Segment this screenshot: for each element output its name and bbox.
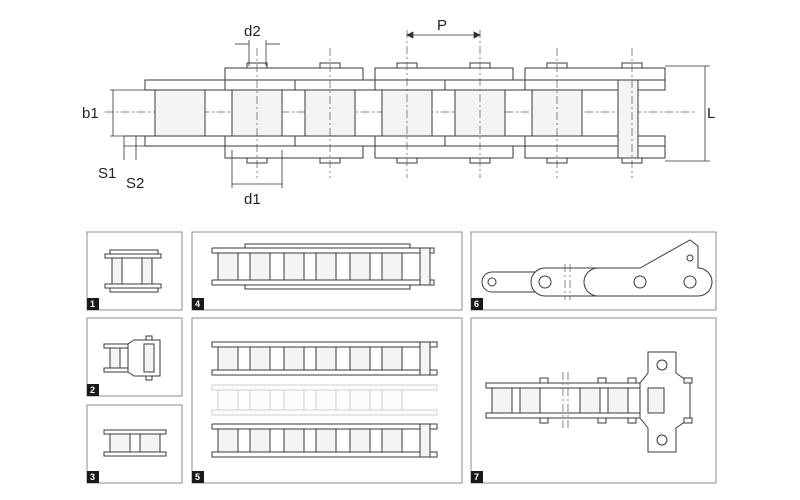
panel-7: 7 bbox=[470, 317, 717, 484]
dimension-b1: b1 bbox=[82, 89, 155, 137]
dimension-d1: d1 bbox=[231, 150, 283, 208]
label-l: L bbox=[707, 105, 715, 122]
panel-4-number: 4 bbox=[195, 299, 200, 309]
bottom-plates bbox=[144, 135, 666, 159]
label-d2: d2 bbox=[244, 23, 261, 40]
panel-2-number: 2 bbox=[90, 385, 95, 395]
pin-centerlines bbox=[256, 30, 633, 178]
label-s2: S2 bbox=[126, 175, 144, 192]
panel-3-badge bbox=[87, 471, 99, 483]
panel-6: 6 bbox=[470, 231, 717, 311]
dimension-d2: d2 bbox=[235, 23, 280, 66]
label-d1: d1 bbox=[244, 191, 261, 208]
label-s1: S1 bbox=[98, 165, 116, 182]
panel-5-badge bbox=[192, 471, 204, 483]
main-chain-drawing: d2 P b1 L S1 S2 bbox=[82, 17, 715, 208]
panel-5-chain-middle-faded bbox=[211, 384, 438, 416]
top-plates bbox=[144, 67, 666, 91]
panel-5-chain-bottom bbox=[211, 423, 438, 458]
panel-1-badge bbox=[87, 298, 99, 310]
panel-1: 1 bbox=[86, 231, 183, 311]
panel-2-chain bbox=[103, 335, 161, 381]
panel-7-chain bbox=[485, 351, 693, 453]
panel-1-number: 1 bbox=[90, 299, 95, 309]
panel-6-chain bbox=[481, 239, 713, 300]
label-p: P bbox=[437, 17, 447, 34]
panel-2-badge bbox=[87, 384, 99, 396]
label-b1: b1 bbox=[82, 105, 99, 122]
panel-5-number: 5 bbox=[195, 472, 200, 482]
panel-5-chain-top bbox=[211, 341, 438, 376]
panel-5: 5 bbox=[191, 317, 463, 484]
panel-6-number: 6 bbox=[474, 299, 479, 309]
panel-1-chain bbox=[104, 249, 162, 293]
panel-2: 2 bbox=[86, 317, 183, 397]
panel-4-badge bbox=[192, 298, 204, 310]
panel-3: 3 bbox=[86, 404, 183, 484]
panel-3-chain bbox=[103, 429, 167, 457]
dimension-p: P bbox=[406, 17, 481, 39]
dimension-l: L bbox=[665, 65, 715, 162]
dimension-s1-s2: S1 S2 bbox=[98, 135, 145, 192]
panel-3-number: 3 bbox=[90, 472, 95, 482]
panel-7-number: 7 bbox=[474, 472, 479, 482]
panel-6-badge bbox=[471, 298, 483, 310]
panel-4-chain bbox=[211, 243, 435, 290]
panel-4: 4 bbox=[191, 231, 463, 311]
panel-7-badge bbox=[471, 471, 483, 483]
